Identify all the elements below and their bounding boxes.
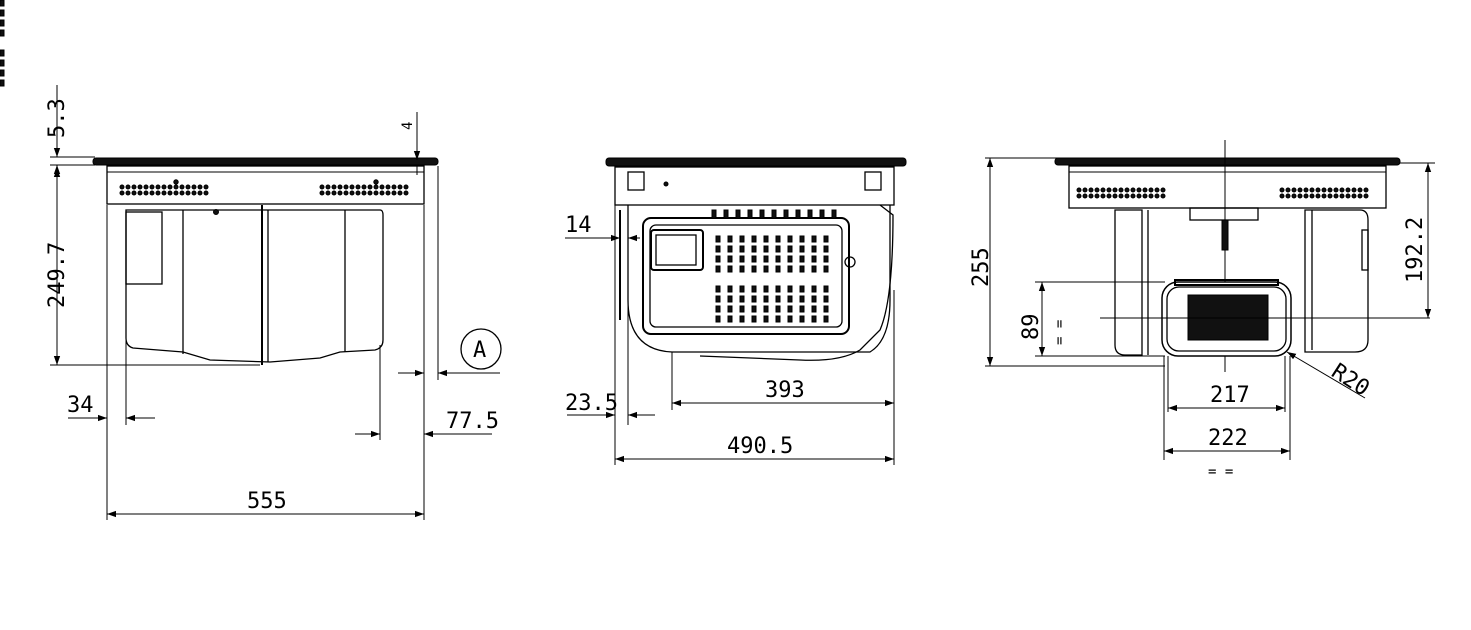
dim-23-5: 23.5 — [565, 391, 618, 416]
rear-vent-holes-right — [1279, 187, 1369, 199]
dim-490-5: 490.5 — [727, 434, 793, 459]
dim-255: 255 — [969, 247, 994, 287]
dim-555: 555 — [247, 489, 287, 514]
rear-left-housing — [1114, 209, 1143, 356]
rear-view: 255 192.2 89 = = 217 222 = = R20 — [969, 140, 1435, 480]
dim-5-3: 5.3 — [45, 98, 70, 138]
rear-glass-top — [1054, 157, 1401, 166]
dim-4: 4 — [400, 122, 416, 130]
front-vent-holes-right — [319, 184, 409, 196]
rear-vent-holes-left — [1076, 187, 1166, 199]
side-fan-unit — [627, 205, 891, 353]
equal-mark-vertical: = = — [1052, 320, 1068, 345]
rear-right-housing — [1304, 209, 1369, 353]
side-motor-box — [642, 217, 850, 335]
side-top-fins — [711, 209, 837, 219]
dim-192-2: 192.2 — [1403, 217, 1428, 283]
dim-217: 217 — [1210, 383, 1250, 408]
detail-a-callout — [460, 328, 502, 370]
dim-77-5: 77.5 — [446, 409, 499, 434]
side-vent-dots — [0, 0, 829, 323]
dim-222: 222 — [1208, 426, 1248, 451]
dim-393: 393 — [765, 378, 805, 403]
front-glass-top — [92, 157, 439, 166]
side-hob-housing — [614, 166, 895, 206]
dim-249-7: 249.7 — [45, 242, 70, 308]
front-view: 5.3 249.7 4 34 77.5 A 555 — [45, 85, 502, 520]
front-fan-unit — [125, 209, 384, 363]
dim-89: 89 — [1019, 314, 1044, 341]
dim-r20: R20 — [1327, 359, 1374, 402]
front-vent-holes-left — [119, 184, 209, 196]
side-view: 14 23.5 393 490.5 — [0, 0, 907, 465]
side-glass-top — [605, 157, 907, 167]
equal-mark-horizontal: = = — [1208, 464, 1233, 480]
front-hob-housing — [106, 165, 425, 205]
detail-a-label: A — [473, 338, 486, 363]
dim-34: 34 — [67, 393, 94, 418]
dim-14: 14 — [565, 213, 592, 238]
